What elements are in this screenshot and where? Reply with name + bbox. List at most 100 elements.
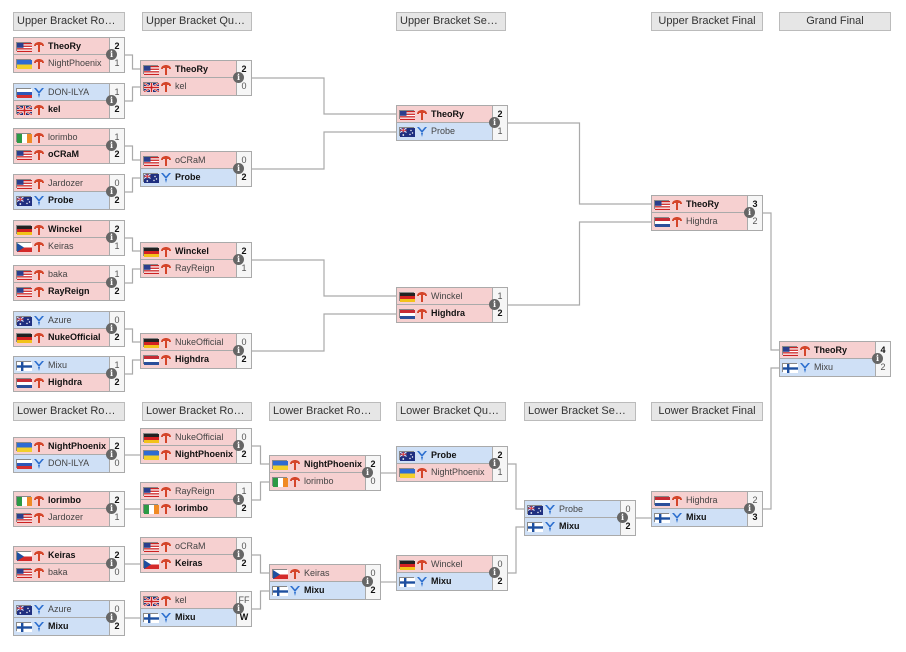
match-info-icon[interactable]: i — [489, 458, 500, 469]
player-name[interactable]: oCRaM — [175, 541, 206, 551]
player-name[interactable]: NukeOfficial — [175, 337, 224, 347]
player-name[interactable]: Probe — [431, 450, 457, 460]
match-info-icon[interactable]: i — [744, 503, 755, 514]
player-name[interactable]: NukeOfficial — [175, 432, 224, 442]
match-info-icon[interactable]: i — [233, 163, 244, 174]
player-name[interactable]: Keiras — [304, 568, 330, 578]
player-name[interactable]: Azure — [48, 604, 72, 614]
player-name[interactable]: RayReign — [175, 486, 215, 496]
player-name[interactable]: NightPhoenix — [48, 441, 106, 451]
player-name[interactable]: Probe — [559, 504, 584, 514]
player-name[interactable]: NightPhoenix — [431, 467, 485, 477]
match-info-icon[interactable]: i — [106, 140, 117, 151]
match-info-icon[interactable]: i — [233, 254, 244, 265]
match-info-icon[interactable]: i — [489, 299, 500, 310]
player-name[interactable]: TheoRy — [686, 199, 720, 209]
player-name[interactable]: Keiras — [48, 241, 74, 251]
match-info-icon[interactable]: i — [106, 323, 117, 334]
player-name[interactable]: oCRaM — [48, 149, 79, 159]
match-info-icon[interactable]: i — [233, 345, 244, 356]
player-name[interactable]: NightPhoenix — [48, 58, 102, 68]
player-name[interactable]: lorimbo — [175, 503, 208, 513]
player-name[interactable]: DON-ILYA — [48, 458, 90, 468]
match-info-icon[interactable]: i — [106, 49, 117, 60]
match-info-icon[interactable]: i — [106, 368, 117, 379]
player-name[interactable]: Mixu — [175, 612, 196, 622]
player-name[interactable]: lorimbo — [48, 495, 81, 505]
player-name[interactable]: Jardozer — [48, 512, 84, 522]
player-name[interactable]: Highdra — [686, 216, 718, 226]
match-info-icon[interactable]: i — [233, 494, 244, 505]
match-info-icon[interactable]: i — [362, 467, 373, 478]
match-info-icon[interactable]: i — [106, 186, 117, 197]
match-info-icon[interactable]: i — [489, 567, 500, 578]
player-name[interactable]: lorimbo — [304, 476, 334, 486]
player-name[interactable]: Mixu — [559, 521, 580, 531]
match-info-icon[interactable]: i — [362, 576, 373, 587]
player-name[interactable]: RayReign — [175, 263, 215, 273]
player-name[interactable]: Probe — [175, 172, 201, 182]
player-name[interactable]: Mixu — [686, 512, 707, 522]
match-info-icon[interactable]: i — [106, 232, 117, 243]
match-info-icon[interactable]: i — [106, 558, 117, 569]
match-info-icon[interactable]: i — [233, 440, 244, 451]
match-info-icon[interactable]: i — [233, 603, 244, 614]
player-name[interactable]: kel — [175, 81, 187, 91]
match-info-icon[interactable]: i — [106, 449, 117, 460]
match-info-icon[interactable]: i — [617, 512, 628, 523]
player-name[interactable]: Winckel — [48, 224, 82, 234]
match-info-icon[interactable]: i — [106, 612, 117, 623]
match-info-icon[interactable]: i — [106, 503, 117, 514]
player-name[interactable]: baka — [48, 567, 68, 577]
match-info-icon[interactable]: i — [106, 95, 117, 106]
player-name[interactable]: NukeOfficial — [48, 332, 101, 342]
player-name[interactable]: Mixu — [48, 621, 69, 631]
match-info-icon[interactable]: i — [233, 72, 244, 83]
player-name[interactable]: baka — [48, 269, 68, 279]
player-name[interactable]: Mixu — [48, 360, 68, 370]
player-name[interactable]: Highdra — [175, 354, 210, 364]
player-name[interactable]: Probe — [48, 195, 74, 205]
player-name[interactable]: Winckel — [431, 291, 463, 301]
player-name[interactable]: Jardozer — [48, 178, 84, 188]
player-name[interactable]: TheoRy — [175, 64, 209, 74]
player-name[interactable]: NightPhoenix — [304, 459, 362, 469]
player-name[interactable]: Highdra — [48, 377, 83, 387]
player-name[interactable]: kel — [175, 595, 187, 605]
player-name[interactable]: TheoRy — [431, 109, 465, 119]
match-info-icon[interactable]: i — [872, 353, 883, 364]
player-name[interactable]: TheoRy — [48, 41, 82, 51]
